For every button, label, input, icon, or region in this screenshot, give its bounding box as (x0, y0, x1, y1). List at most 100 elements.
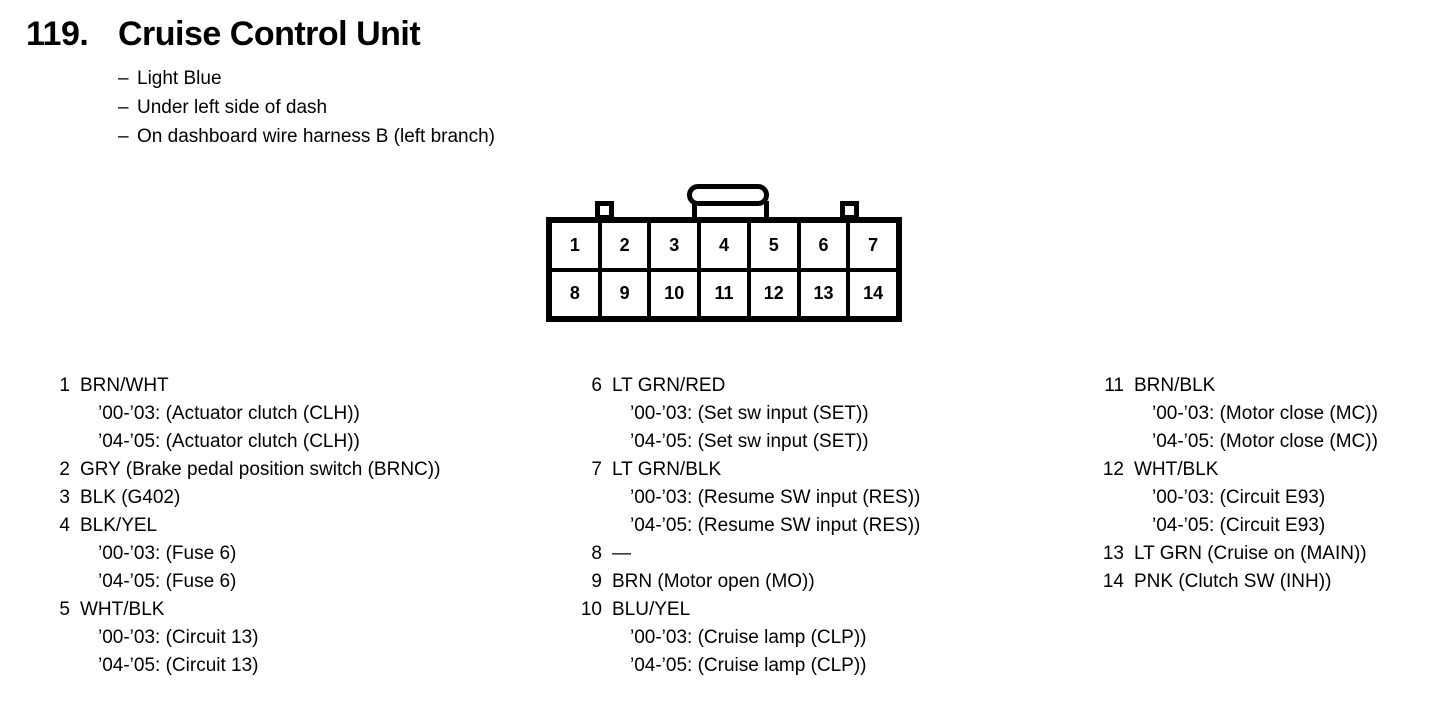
connector-diagram: 1 2 3 4 5 6 7 8 9 10 11 12 13 14 (540, 184, 910, 339)
pin-entry-12: 12 WHT/BLK ’00-’03: (Circuit E93) ’04-’05: … (1098, 456, 1440, 540)
pin-label: WHT/BLK (1134, 459, 1219, 480)
dash-icon: – (118, 68, 129, 89)
pin-number: 6 (591, 375, 602, 396)
pin-label: — (612, 543, 631, 564)
pin-label: BLU/YEL (612, 599, 691, 620)
pin-entry-main: 5 WHT/BLK (44, 596, 544, 624)
pin-subline: ’04-’05: (Actuator clutch (CLH)) (98, 431, 360, 452)
pin-cell-2: 2 (602, 223, 652, 268)
connector-top-row: 1 2 3 4 5 6 7 (552, 223, 896, 272)
section-title: Cruise Control Unit (118, 15, 421, 53)
pin-subline: ’00-’03: (Actuator clutch (CLH)) (98, 403, 360, 424)
pin-entry-main: 6 LT GRN/RED (576, 372, 1076, 400)
pin-subline: ’04-’05: (Set sw input (SET)) (630, 431, 869, 452)
pin-cell-7: 7 (868, 234, 879, 255)
page-header: 119. Cruise Control Unit –Light Blue –Un… (26, 14, 1026, 167)
pin-subline: ’04-’05: (Circuit E93) (1152, 515, 1326, 536)
pin-subline: ’00-’03: (Cruise lamp (CLP)) (630, 627, 867, 648)
pin-entry-3: 3 BLK (G402) (44, 484, 544, 512)
list-item: –On dashboard wire harness B (left branc… (118, 122, 1026, 151)
pin-cell-11: 11 (701, 271, 751, 316)
pin-subline: ’00-’03: (Set sw input (SET)) (630, 403, 869, 424)
connector-latch-icon (687, 184, 769, 206)
pin-number: 4 (59, 515, 70, 536)
locking-tab-top-left (595, 201, 614, 220)
pin-cell-6: 6 (801, 223, 851, 268)
pin-number: 10 (580, 599, 602, 620)
pin-label: BRN (Motor open (MO)) (612, 571, 815, 592)
pin-entry-main: 8— (576, 540, 1076, 568)
pin-entry-8: 8— (576, 540, 1076, 568)
pin-entry-10: 10 BLU/YEL ’00-’03: (Cruise lamp (CLP)) ’04… (576, 596, 1076, 680)
pin-cell-9: 9 (602, 271, 652, 316)
pin-number: 8 (591, 543, 602, 564)
pin-subline: ’04-’05: (Cruise lamp (CLP)) (630, 655, 867, 676)
pin-label: BRN/BLK (1134, 375, 1216, 396)
pin-subline: ’00-’03: (Motor close (MC)) (1152, 403, 1378, 424)
pin-cell-10: 10 (651, 271, 702, 316)
pin-label: WHT/BLK (80, 599, 165, 620)
pin-label: BLK (G402) (80, 487, 181, 508)
pin-subline: ’00-’03: (Circuit E93) (1152, 487, 1326, 508)
pin-subline: ’00-’03: (Fuse 6) (98, 543, 237, 564)
pin-entry-main: 10 BLU/YEL (576, 596, 1076, 624)
pin-label: GRY (Brake pedal position switch (BRNC)) (80, 459, 441, 480)
pin-number: 2 (59, 459, 70, 480)
dash-icon: – (118, 97, 129, 118)
pin-number: 7 (591, 459, 602, 480)
pin-cell-1: 1 (552, 223, 602, 268)
latch-stem-left (692, 201, 697, 221)
pin-entry-4: 4 BLK/YEL ’00-’03: (Fuse 6) ’04-’05: (Fuse … (44, 512, 544, 596)
pin-entry-main: 4 BLK/YEL (44, 512, 544, 540)
pin-subline: ’04-’05: (Fuse 6) (98, 571, 237, 592)
pin-number: 14 (1102, 571, 1124, 592)
pin-number: 12 (1102, 459, 1124, 480)
list-item-label: Light Blue (137, 68, 222, 89)
pin-number: 5 (59, 599, 70, 620)
pin-number: 13 (1102, 543, 1124, 564)
list-item: –Light Blue (118, 64, 1026, 93)
pin-cell-14: 14 (863, 283, 884, 304)
pin-subline: ’00-’03: (Circuit 13) (98, 627, 259, 648)
pin-cell-8: 8 (552, 271, 602, 316)
page-title: 119. Cruise Control Unit (26, 14, 1026, 54)
pin-subline: ’00-’03: (Resume SW input (RES)) (630, 487, 921, 508)
pin-subline: ’04-’05: (Circuit 13) (98, 655, 259, 676)
dash-icon: – (118, 126, 129, 147)
pin-entry-2: 2 GRY (Brake pedal position switch (BRNC)… (44, 456, 544, 484)
pin-number: 3 (59, 487, 70, 508)
pin-entry-5: 5 WHT/BLK ’00-’03: (Circuit 13) ’04-’05: (C… (44, 596, 544, 680)
pin-entry-main: 12 WHT/BLK (1098, 456, 1440, 484)
pin-cell-5: 5 (751, 223, 801, 268)
pin-entry-main: 3 BLK (G402) (44, 484, 544, 512)
list-item: –Under left side of dash (118, 93, 1026, 122)
pin-cell-13: 13 (801, 271, 851, 316)
locking-tab-top-right (840, 201, 859, 220)
list-item-label: On dashboard wire harness B (left branch… (137, 126, 496, 147)
connector-body: 1 2 3 4 5 6 7 8 9 10 11 12 13 14 (546, 217, 902, 322)
pin-cell-3: 3 (651, 223, 702, 268)
pin-label: LT GRN/RED (612, 375, 726, 396)
pin-subline: ’04-’05: (Motor close (MC)) (1152, 431, 1378, 452)
pin-entry-main: 2 GRY (Brake pedal position switch (BRNC)… (44, 456, 544, 484)
pin-label: BLK/YEL (80, 515, 158, 536)
pin-number: 1 (59, 375, 70, 396)
list-item-label: Under left side of dash (137, 97, 328, 118)
pin-cell-4: 4 (701, 223, 751, 268)
latch-stem-right (764, 201, 769, 221)
pin-entry-6: 6 LT GRN/RED ’00-’03: (Set sw input (SET))… (576, 372, 1076, 456)
